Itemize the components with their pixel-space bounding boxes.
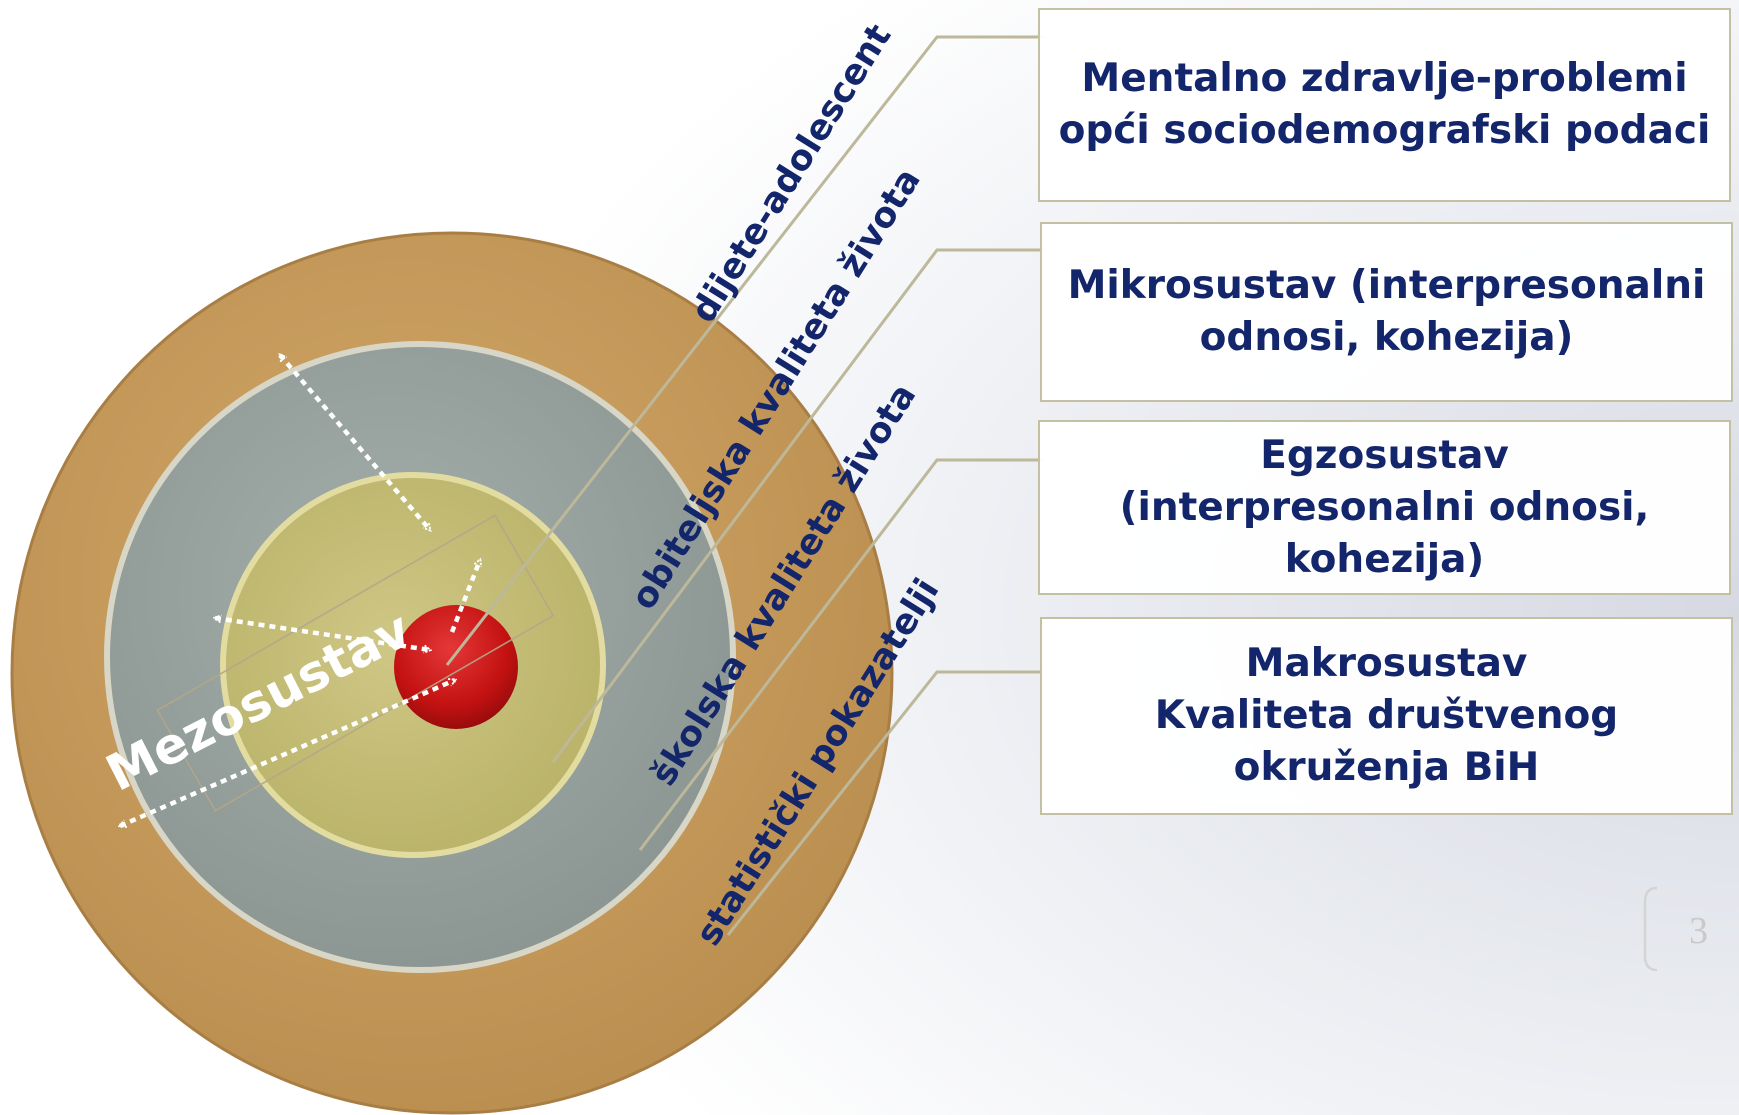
- connector-family: [551, 248, 1045, 763]
- arrow-left-core: [215, 618, 430, 650]
- box-mental-health-line-1: Mentalno zdravlje-problemi: [1081, 56, 1688, 101]
- box-mikrosustav-line-1: Mikrosustav (interpresonalni: [1067, 263, 1706, 308]
- box-makrosustav-line-2: Kvaliteta društvenog: [1154, 693, 1619, 738]
- box-egzosustav-line-2: (interpresonalni odnosi,: [1119, 484, 1650, 530]
- arrow-outer-inner: [280, 355, 430, 530]
- box-egzosustav-line-1: Egzosustav: [1260, 432, 1509, 478]
- box-mental-health: Mentalno zdravlje-problemi opći sociodem…: [1038, 8, 1731, 202]
- box-egzosustav-line-3: kohezija): [1284, 536, 1485, 582]
- connector-school: [638, 458, 1045, 851]
- box-makrosustav: Makrosustav Kvaliteta društvenog okružen…: [1040, 617, 1733, 815]
- connector-lines: [445, 35, 1045, 936]
- arrow-core-up: [449, 560, 480, 633]
- mesosystem-arrows: [120, 355, 480, 826]
- core-child-adolescent: [394, 605, 518, 729]
- box-makrosustav-line-1: Makrosustav: [1245, 641, 1528, 686]
- page-number: 3: [1689, 910, 1708, 952]
- box-egzosustav: Egzosustav (interpresonalni odnosi, kohe…: [1038, 420, 1731, 595]
- arrow-meso-core: [120, 680, 455, 826]
- ecological-model: [10, 231, 894, 1115]
- page-number-bracket: [1643, 886, 1658, 972]
- box-mikrosustav-line-2: odnosi, kohezija): [1199, 315, 1574, 360]
- connector-statistics: [726, 670, 1045, 936]
- box-makrosustav-line-3: okruženja BiH: [1233, 745, 1540, 790]
- connector-child: [445, 35, 1045, 666]
- box-mikrosustav: Mikrosustav (interpresonalni odnosi, koh…: [1040, 222, 1733, 402]
- outer-ring-edge: [10, 231, 894, 1115]
- box-mental-health-line-2: opći sociodemografski podaci: [1058, 108, 1711, 153]
